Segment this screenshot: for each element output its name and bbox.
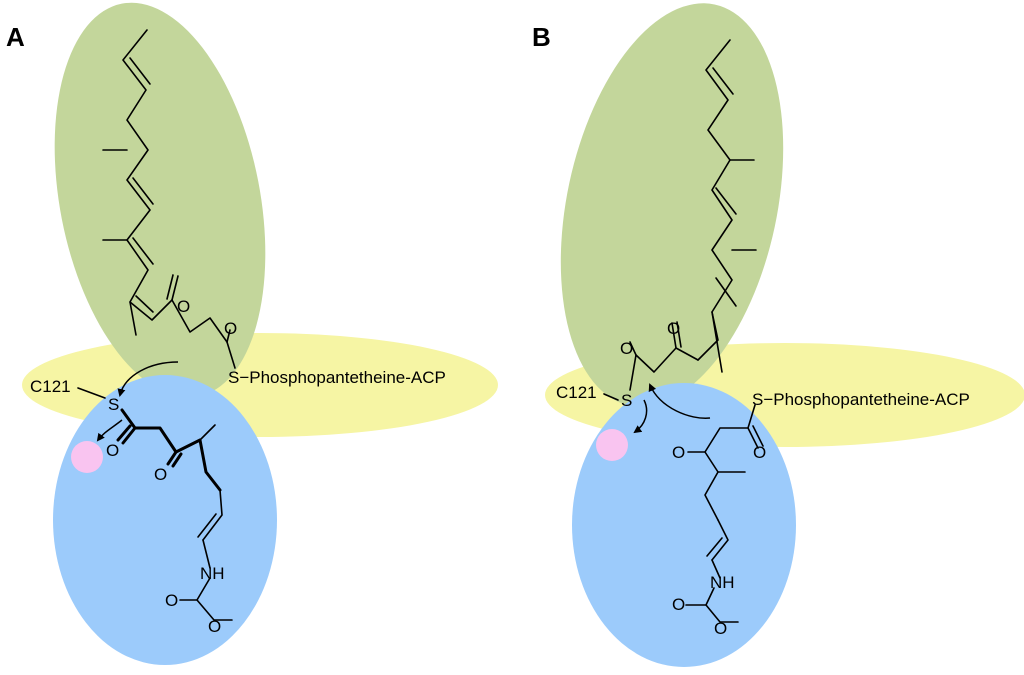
polyene-chain-b — [629, 39, 757, 391]
acyl-chain-b — [685, 404, 764, 623]
blue-domain-a — [53, 375, 277, 665]
thioester-oxygen-a: O — [224, 319, 237, 338]
panel-label-b: B — [532, 22, 551, 52]
cys-label-a: C121 — [30, 377, 71, 396]
green-domain-a — [54, 2, 266, 398]
cys-s-bond-b — [603, 393, 619, 401]
carbamate-oxygen-b2: O — [714, 619, 727, 638]
carbamate-oxygen-b1: O — [672, 595, 685, 614]
attack-arrow-a — [117, 361, 179, 397]
polyene-chain-a — [102, 29, 236, 369]
cys-s-bond-a — [77, 387, 106, 399]
acp-label-b: S−Phosphopantetheine-ACP — [752, 390, 970, 409]
thioester-oxygen-b: O — [620, 339, 633, 358]
pink-marker-a — [71, 441, 103, 473]
acp-label-a: S−Phosphopantetheine-ACP — [228, 368, 446, 387]
acyl-oxygen-b2: O — [672, 443, 685, 462]
acyl-oxygen-a2: O — [154, 465, 167, 484]
panel-a: A O O S−Phosphopantetheine-A — [6, 2, 498, 665]
blue-domain-b — [572, 383, 796, 667]
attack-arrow-b — [648, 383, 711, 419]
green-domain-b — [560, 3, 784, 407]
carbamate-oxygen-a1: O — [165, 591, 178, 610]
amine-label-a: NH — [200, 564, 225, 583]
panel-b: B O O C121 S S−Phosphopantetheine-ACP — [532, 3, 1024, 667]
sulfur-label-a: S — [108, 395, 119, 414]
ketone-oxygen-b1: O — [667, 319, 680, 338]
release-arrow-b — [633, 399, 648, 434]
cys-label-b: C121 — [556, 383, 597, 402]
pink-marker-b — [596, 429, 628, 461]
panel-label-a: A — [6, 22, 25, 52]
acyl-chain-a — [116, 408, 233, 621]
ketone-oxygen-a1: O — [177, 297, 190, 316]
carbamate-oxygen-a2: O — [208, 617, 221, 636]
acyl-oxygen-b1: O — [753, 443, 766, 462]
sulfur-label-b: S — [621, 391, 632, 410]
amine-label-b: NH — [710, 573, 735, 592]
release-arrow-a — [96, 419, 123, 442]
acyl-oxygen-a1: O — [106, 441, 119, 460]
